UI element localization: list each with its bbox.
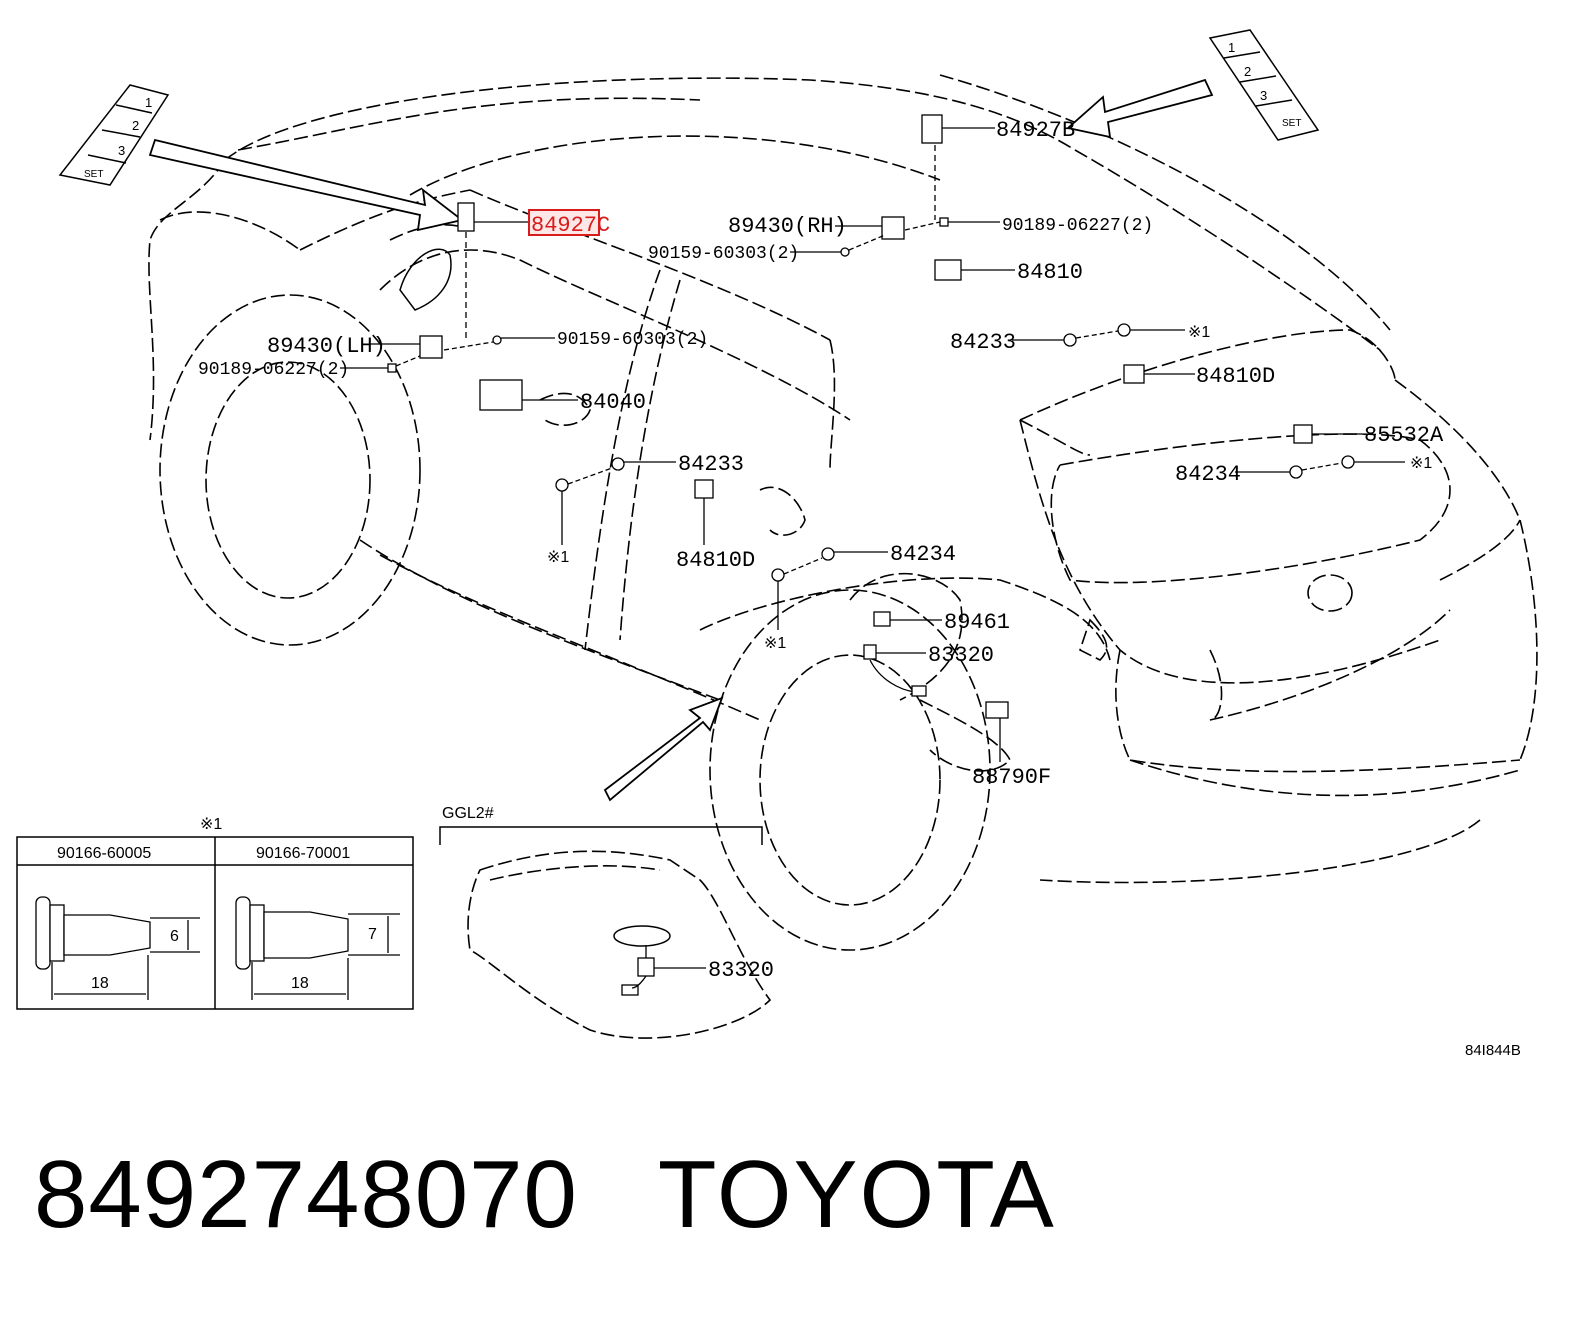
part-icon-84234-b	[821, 547, 835, 561]
label-90189-rh: 90189-06227(2)	[1002, 216, 1153, 236]
parts-diagram: 1 2 3 SET 1 2 3 SET 84927B 84927C 89430(…	[16, 29, 1538, 1059]
part-icon-88790f	[985, 701, 1009, 719]
note-d: ※1	[764, 635, 786, 652]
part-icon-89430rh	[881, 216, 905, 240]
note-c: ※1	[547, 549, 569, 566]
label-84927c: 84927C	[531, 213, 610, 238]
clip-drawing-1: 6 18	[35, 896, 200, 1000]
part-icon-89430lh	[419, 335, 443, 359]
part-number: 8492748070	[34, 1141, 578, 1248]
part-icon-84810d-a	[1123, 364, 1145, 384]
switch-label-1b: 1	[1228, 40, 1235, 55]
clip-drawing-2: 7 18	[235, 896, 400, 1000]
label-84040: 84040	[580, 390, 646, 415]
part-icon-89461	[873, 611, 891, 627]
part-icon-84234-a	[1289, 465, 1303, 479]
part-icon-84810d-b	[694, 479, 714, 499]
label-84233-a: 84233	[950, 330, 1016, 355]
label-89461: 89461	[944, 610, 1010, 635]
switch-label-2b: 2	[1244, 64, 1251, 79]
label-84927b: 84927B	[996, 118, 1075, 143]
label-84810d-b: 84810D	[676, 548, 755, 573]
clip-part-1: 90166-60005	[57, 845, 151, 862]
diagram-code: 84I844B	[1465, 1042, 1521, 1059]
label-85532a: 85532A	[1364, 423, 1444, 448]
switch-label-2: 2	[132, 118, 139, 133]
label-90159-rh: 90159-60303(2)	[648, 244, 799, 264]
label-88790f: 88790F	[972, 765, 1051, 790]
switch-label-set: SET	[84, 169, 103, 180]
note-b: ※1	[1410, 455, 1432, 472]
part-icon-90189-lh	[387, 363, 397, 373]
arrow-left	[148, 138, 465, 232]
highlight-box	[528, 209, 600, 236]
label-89430lh: 89430(LH)	[267, 334, 386, 359]
ggl-label: GGL2#	[442, 805, 494, 822]
label-84233-b: 84233	[678, 452, 744, 477]
arrow-bottom	[603, 696, 724, 802]
part-icon-85532a	[1293, 424, 1313, 444]
label-84810d-a: 84810D	[1196, 364, 1275, 389]
part-icon-90159-rh	[840, 247, 850, 257]
arrow-right	[1066, 78, 1214, 139]
label-83320-a: 83320	[928, 643, 994, 668]
part-icon-84233-b	[611, 457, 625, 471]
note-e: ※1	[200, 816, 222, 833]
label-90189-lh: 90189-06227(2)	[198, 360, 349, 380]
footer: 8492748070 TOYOTA	[34, 1140, 1056, 1250]
label-90159-lh: 90159-60303(2)	[557, 330, 708, 350]
label-84810: 84810	[1017, 260, 1083, 285]
part-icon-84810	[934, 259, 962, 281]
part-icon-84927c	[457, 202, 475, 232]
switch-label-3b: 3	[1260, 88, 1267, 103]
part-icon-84927b	[921, 114, 943, 144]
label-84234-a: 84234	[1175, 462, 1241, 487]
part-icon-83320-b	[637, 957, 655, 977]
part-icon-clip-d	[771, 568, 785, 582]
part-icon-83320-b-plug	[621, 984, 639, 996]
seat-switch-panel-right: 1 2 3 SET	[1208, 29, 1320, 141]
switch-label-3: 3	[118, 143, 125, 158]
note-a: ※1	[1188, 324, 1210, 341]
part-icon-clip-a	[1117, 323, 1131, 337]
ggl2-inset: GGL2# 83320	[439, 805, 774, 1039]
clip-length-1: 18	[91, 975, 109, 992]
clip-diameter-1: 6	[170, 928, 179, 945]
clip-table: ※1 90166-60005 90166-70001 6 18	[16, 816, 414, 1010]
part-icon-83320-plug	[911, 685, 927, 697]
part-icon-clip-b	[1341, 455, 1355, 469]
label-84234-b: 84234	[890, 542, 956, 567]
part-icon-83320-a	[863, 644, 877, 660]
switch-label-setb: SET	[1282, 118, 1301, 129]
switch-label-1: 1	[145, 95, 152, 110]
part-icon-clip-c	[555, 478, 569, 492]
label-89430rh: 89430(RH)	[728, 214, 847, 239]
label-83320-b: 83320	[708, 958, 774, 983]
clip-length-2: 18	[291, 975, 309, 992]
vehicle-outline	[148, 74, 1538, 951]
seat-switch-panel-left: 1 2 3 SET	[58, 84, 170, 186]
part-icon-90189-rh	[939, 217, 949, 227]
part-icon-90159-lh	[492, 335, 502, 345]
brand-name: TOYOTA	[657, 1141, 1056, 1248]
clip-diameter-2: 7	[368, 926, 377, 943]
clip-part-2: 90166-70001	[256, 845, 350, 862]
part-icon-84233-a	[1063, 333, 1077, 347]
part-icon-84040	[479, 379, 523, 411]
